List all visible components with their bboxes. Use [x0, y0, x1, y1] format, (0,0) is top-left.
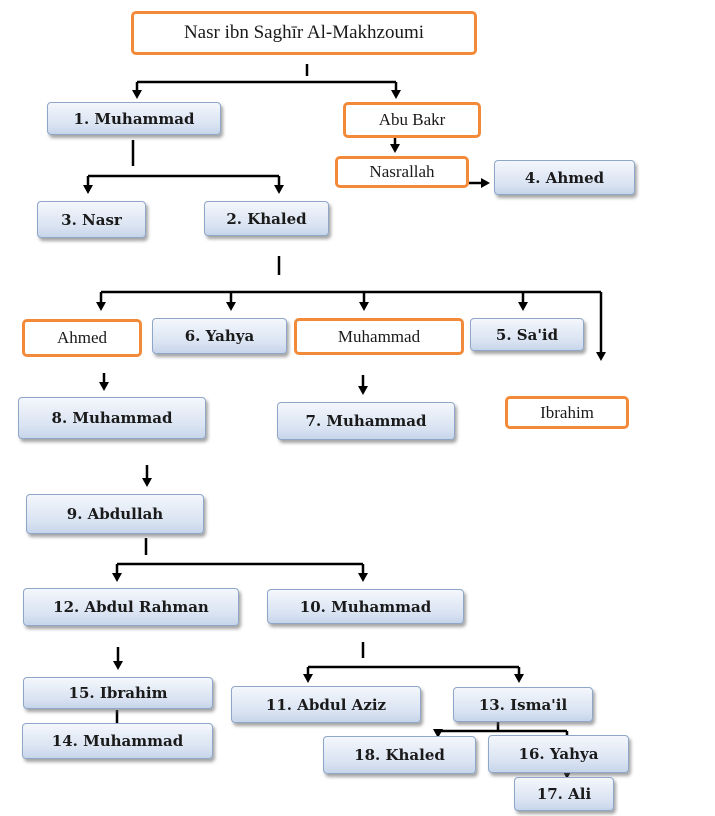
arrowhead-48 [303, 674, 313, 683]
node-7: 7. Muhammad [277, 402, 455, 440]
arrowhead-26 [518, 302, 528, 311]
arrowhead-10 [481, 178, 490, 188]
arrowhead-6 [391, 90, 401, 99]
node-18: 18. Khaled [323, 736, 476, 774]
node-muhammad: Muhammad [294, 318, 464, 355]
node-11: 11. Abdul Aziz [231, 686, 421, 723]
node-nasrallah: Nasrallah [335, 156, 469, 188]
arrowhead-14 [83, 185, 93, 194]
node-10: 10. Muhammad [267, 589, 464, 624]
arrowhead-16 [274, 185, 284, 194]
node-root: Nasr ibn Saghīr Al-Makhzoumi [131, 11, 477, 55]
arrowhead-20 [96, 302, 106, 311]
node-8: 8. Muhammad [18, 397, 206, 439]
node-ahmed: Ahmed [22, 319, 142, 357]
node-16: 16. Yahya [488, 735, 629, 773]
arrowhead-30 [99, 382, 109, 391]
arrowhead-38 [112, 573, 122, 582]
node-5: 5. Sa'id [470, 318, 584, 351]
node-2: 2. Khaled [204, 201, 329, 236]
node-9: 9. Abdullah [26, 494, 204, 534]
node-1: 1. Muhammad [47, 102, 221, 135]
node-ibrahim: Ibrahim [505, 396, 629, 429]
node-4: 4. Ahmed [494, 160, 635, 195]
node-15: 15. Ibrahim [23, 677, 213, 709]
arrowhead-50 [514, 674, 524, 683]
node-3: 3. Nasr [37, 201, 146, 238]
arrowhead-34 [142, 478, 152, 487]
arrowhead-40 [358, 573, 368, 582]
arrowhead-8 [390, 144, 400, 153]
arrowhead-54 [433, 729, 443, 738]
arrowhead-32 [358, 386, 368, 395]
node-13: 13. Isma'il [453, 687, 593, 722]
node-17: 17. Ali [514, 777, 614, 811]
arrowhead-42 [113, 661, 123, 670]
arrowhead-28 [596, 352, 606, 361]
arrowhead-4 [132, 90, 142, 99]
node-12: 12. Abdul Rahman [23, 588, 239, 626]
node-14: 14. Muhammad [22, 723, 213, 759]
node-6: 6. Yahya [152, 318, 287, 354]
node-abu-bakr: Abu Bakr [343, 102, 481, 138]
arrowhead-24 [359, 302, 369, 311]
arrowhead-22 [226, 302, 236, 311]
